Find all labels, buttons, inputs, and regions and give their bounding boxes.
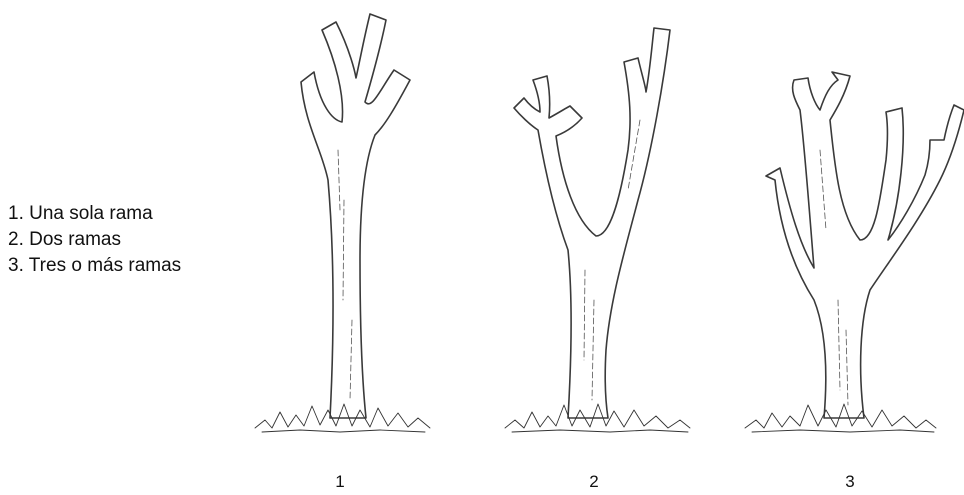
tree-3-trunk: [766, 72, 964, 418]
tree-3-label: 3: [845, 472, 854, 491]
tree-1-trunk: [301, 14, 410, 418]
tree-2-label: 2: [589, 472, 598, 491]
tree-3-drawing: [745, 72, 964, 432]
tree-1-drawing: [255, 14, 430, 432]
tree-2-drawing: [505, 28, 690, 432]
tree-1-label: 1: [335, 472, 344, 491]
tree-2-trunk: [514, 28, 670, 418]
